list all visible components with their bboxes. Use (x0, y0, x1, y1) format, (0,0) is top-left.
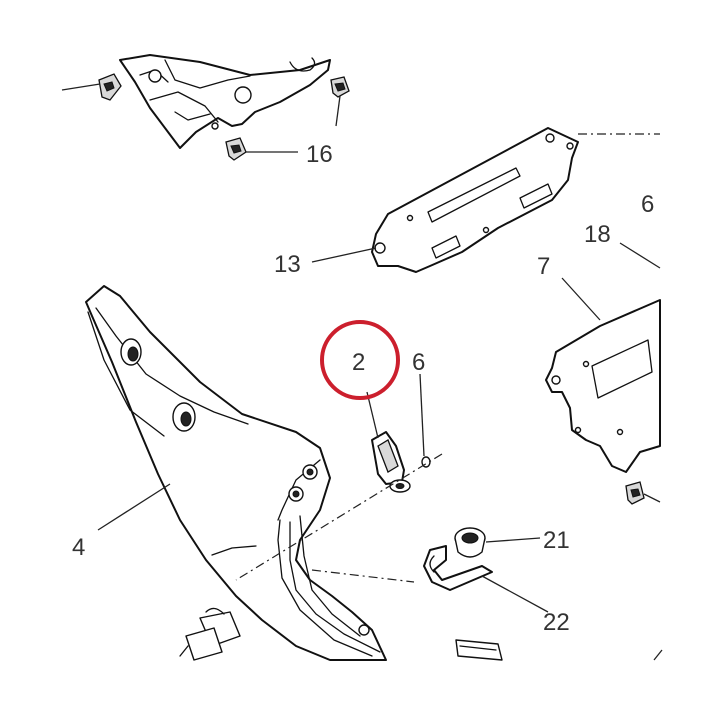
highlight-ring (320, 320, 400, 400)
callout-6-pin-label: 6 (412, 349, 425, 376)
pin-6 (419, 373, 431, 468)
callout-22-label: 22 (543, 609, 570, 636)
clip-2 (371, 431, 411, 493)
axis-clip-to-fairing (235, 453, 443, 581)
connector-bottom-left (179, 607, 241, 661)
plate-13 (371, 127, 660, 273)
fairing-hole-upper (120, 338, 142, 366)
frame-edge-right (653, 649, 663, 661)
callout-18-label: 18 (584, 221, 611, 248)
callout-16: 16 (246, 95, 341, 168)
callout-21: 21 (485, 527, 570, 554)
callout-13-label: 13 (274, 251, 301, 278)
bracket-7 (545, 299, 661, 505)
spring-clip-22 (423, 545, 493, 591)
callout-13: 13 (274, 247, 377, 278)
callout-2-label: 2 (352, 349, 365, 376)
clip-nut-16-upper (330, 76, 350, 98)
fairing-hole-lower-1 (302, 464, 318, 480)
callout-4-label: 4 (72, 534, 85, 561)
clip-nut-bracket-7 (625, 481, 645, 505)
callout-18: 18 (584, 221, 661, 269)
callout-4: 4 (72, 483, 171, 561)
top-bracket-assembly (61, 54, 350, 161)
rubber-block (455, 639, 503, 661)
callout-21-label: 21 (543, 527, 570, 554)
callout-6-top-right: 6 (641, 191, 654, 218)
callout-2: 2 (320, 320, 400, 439)
clip-nut-left (98, 73, 122, 101)
callout-16-label: 16 (306, 141, 333, 168)
callout-7: 7 (537, 253, 601, 321)
callout-6-pin: 6 (412, 349, 425, 376)
side-fairing-4 (85, 285, 387, 661)
callout-6-top-right-label: 6 (641, 191, 654, 218)
callout-22: 22 (481, 575, 570, 636)
axis-spring-to-fairing (311, 569, 415, 583)
fairing-hole-middle (172, 402, 196, 432)
callout-7-label: 7 (537, 253, 550, 280)
clip-nut-16-lower (225, 137, 247, 161)
fairing-hole-lower-2 (288, 486, 304, 502)
bushing-21 (454, 527, 486, 558)
